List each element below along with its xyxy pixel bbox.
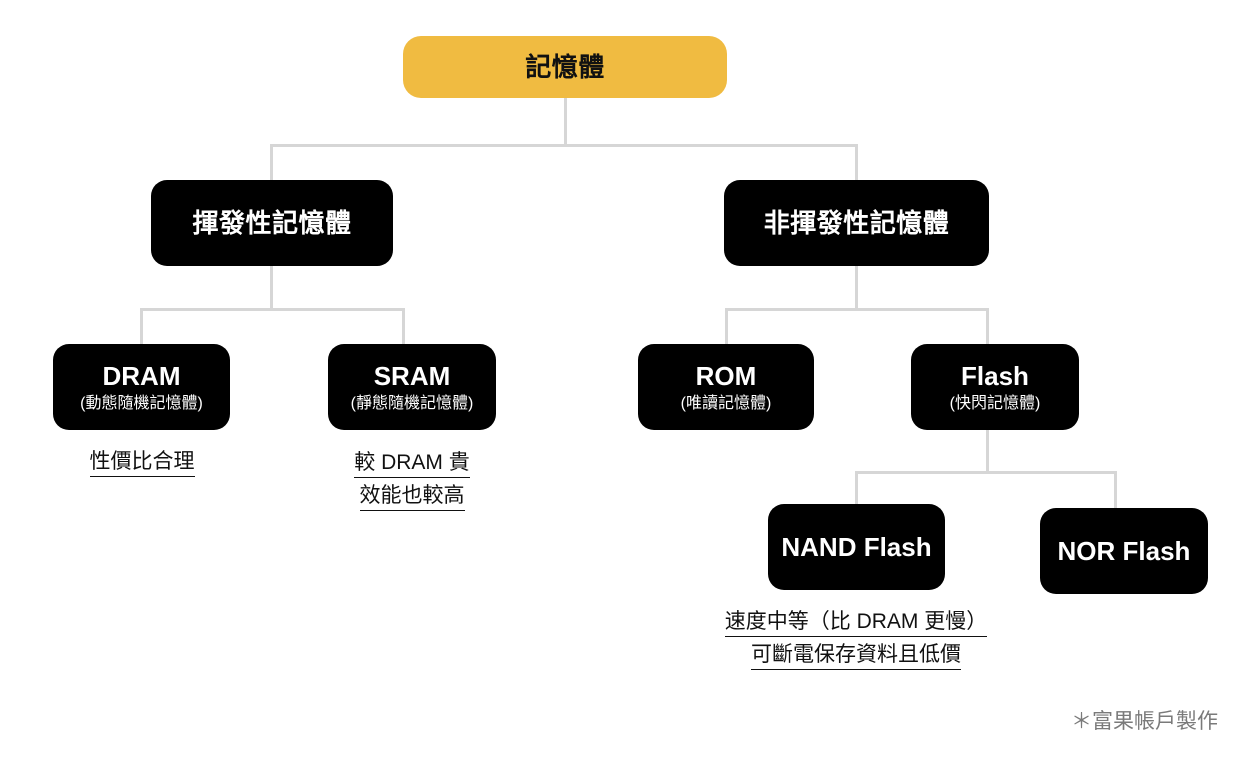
node-label: Flash: [961, 360, 1029, 391]
node-flash: Flash (快閃記憶體): [911, 344, 1079, 430]
node-label: SRAM: [373, 360, 451, 391]
connector-level1-horizontal: [270, 144, 858, 147]
connector-to-rom: [725, 308, 728, 345]
note-nand-flash: 速度中等（比 DRAM 更慢） 可斷電保存資料且低價: [686, 605, 1026, 671]
node-label: NAND Flash: [781, 531, 932, 562]
connector-to-nonvolatile: [855, 144, 858, 181]
connector-to-sram: [402, 308, 405, 345]
node-label: 揮發性記憶體: [192, 207, 352, 238]
node-label: 非揮發性記憶體: [763, 207, 950, 238]
connector-to-dram: [140, 308, 143, 345]
note-dram: 性價比合理: [42, 445, 242, 478]
node-non-volatile-memory: 非揮發性記憶體: [724, 180, 989, 266]
node-dram: DRAM (動態隨機記憶體): [53, 344, 230, 430]
note-line: 效能也較高: [359, 481, 465, 511]
node-memory-root: 記憶體: [403, 36, 727, 98]
node-sublabel: (快閃記憶體): [949, 395, 1041, 413]
node-sublabel: (靜態隨機記憶體): [350, 395, 474, 413]
connector-volatile-horizontal: [140, 308, 405, 311]
credit-text: ＊富果帳戶製作: [1071, 710, 1218, 733]
node-sublabel: (唯讀記憶體): [680, 395, 772, 413]
connector-to-nand: [855, 471, 858, 505]
connector-flash-down: [986, 429, 989, 473]
node-nor-flash: NOR Flash: [1040, 508, 1208, 594]
note-line: 可斷電保存資料且低價: [751, 640, 961, 670]
node-label: 記憶體: [525, 51, 605, 82]
connector-to-nor: [1114, 471, 1117, 509]
note-line: 性價比合理: [89, 447, 195, 477]
node-sublabel: (動態隨機記憶體): [80, 395, 203, 413]
node-label: DRAM: [102, 360, 181, 391]
note-line: 速度中等（比 DRAM 更慢）: [724, 607, 988, 637]
node-volatile-memory: 揮發性記憶體: [151, 180, 393, 266]
node-nand-flash: NAND Flash: [768, 504, 945, 590]
connector-to-volatile: [270, 144, 273, 181]
node-sram: SRAM (靜態隨機記憶體): [328, 344, 496, 430]
node-label: NOR Flash: [1057, 535, 1191, 566]
connector-to-flash: [986, 308, 989, 345]
connector-flash-horizontal: [855, 471, 1117, 474]
node-rom: ROM (唯讀記憶體): [638, 344, 814, 430]
connector-volatile-down: [270, 265, 273, 310]
connector-nonvolatile-down: [855, 265, 858, 310]
connector-nonvolatile-horizontal: [725, 308, 989, 311]
note-sram: 較 DRAM 貴 效能也較高: [312, 446, 512, 512]
note-line: 較 DRAM 貴: [354, 448, 470, 478]
node-label: ROM: [695, 360, 757, 391]
connector-root-down: [564, 97, 567, 146]
